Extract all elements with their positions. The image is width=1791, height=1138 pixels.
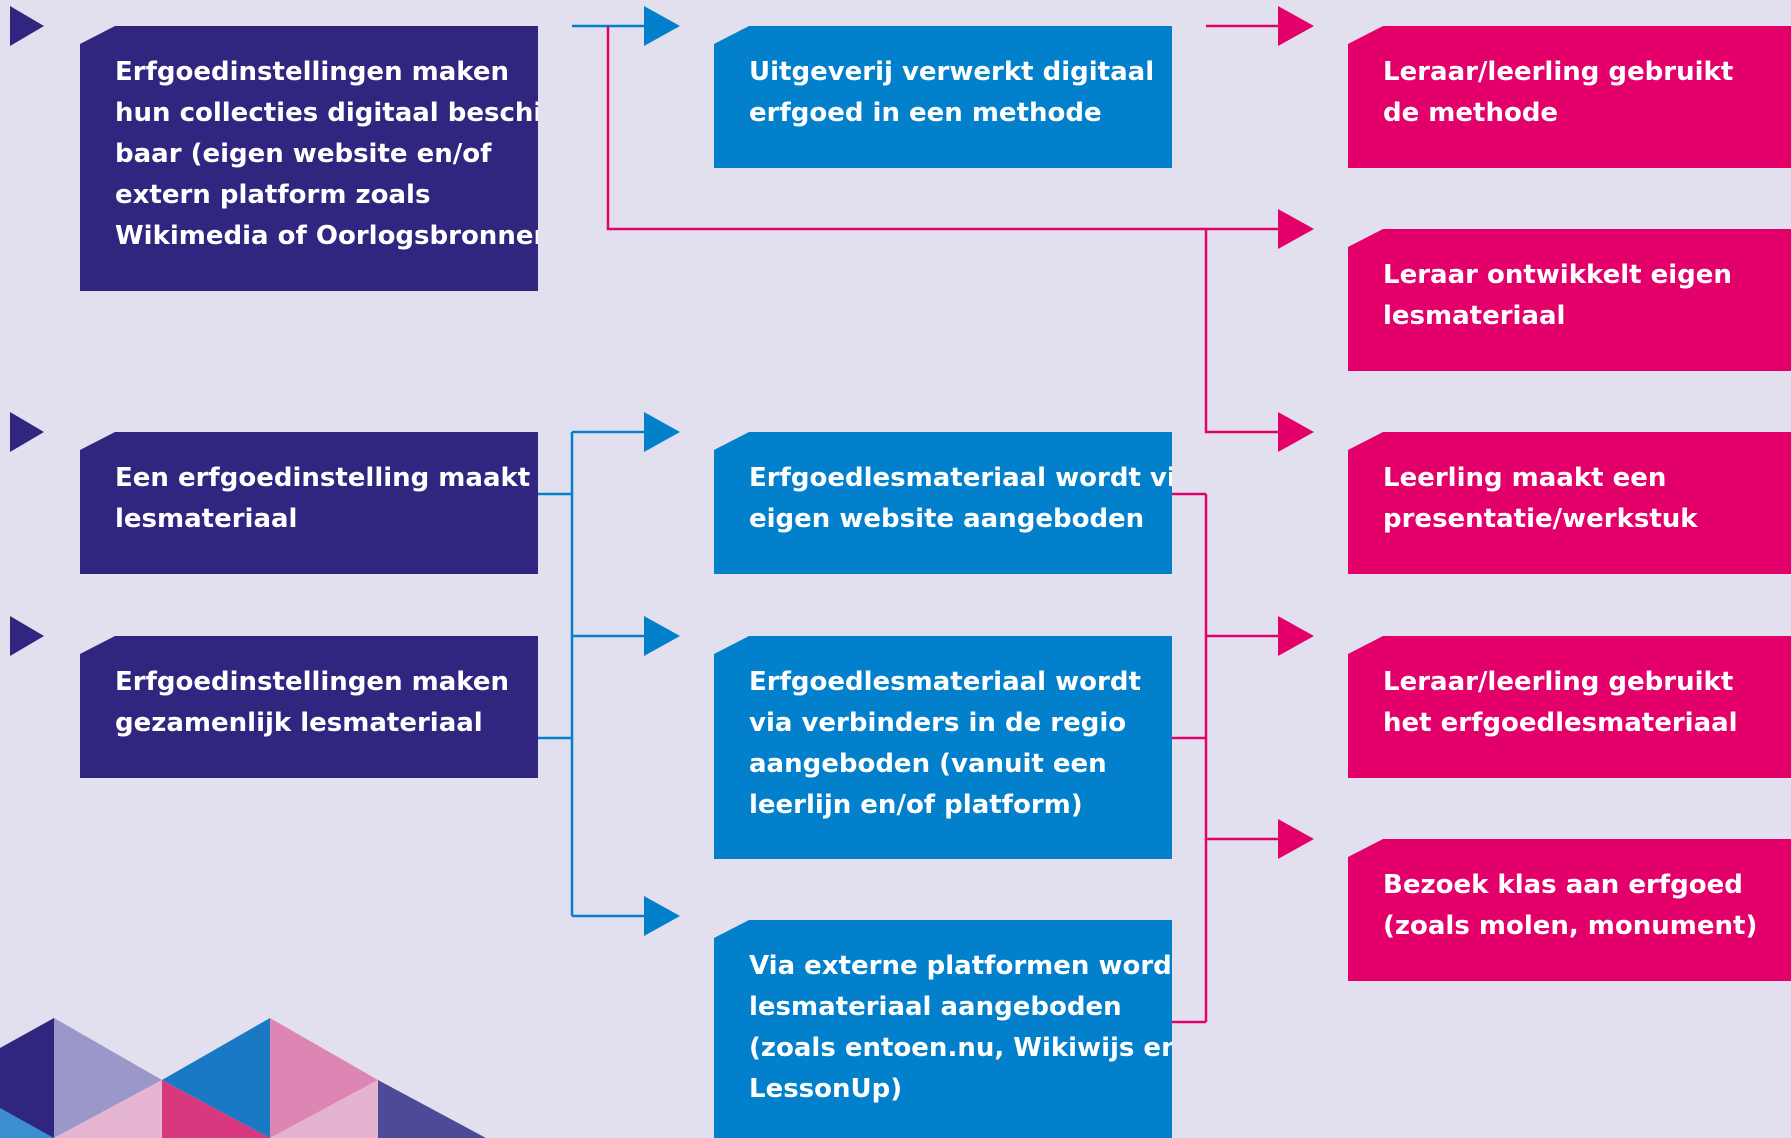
node-presentatie: Leerling maakt een presentatie/werkstuk — [1348, 432, 1791, 574]
arrowhead-gebruikt-erfgoedlesmateriaal — [1278, 616, 1314, 656]
node-gebruikt-methode: Leraar/leerling gebruikt de methode — [1348, 26, 1791, 168]
pink-arrowheads — [1278, 6, 1314, 859]
node-text-line: Leerling maakt een — [1383, 463, 1667, 493]
node-text-line: lesmateriaal aangeboden — [749, 992, 1122, 1022]
deco-triangle-lavender — [54, 1018, 162, 1138]
node-text-line: aangeboden (vanuit een — [749, 749, 1107, 779]
decorative-triangles — [0, 1018, 486, 1138]
pink-connectors — [606, 24, 1280, 1024]
node-text-line: hun collecties digitaal beschik- — [115, 98, 571, 128]
node-text-line: lesmateriaal — [115, 504, 298, 534]
left-markers — [10, 6, 44, 656]
node-text-line: lesmateriaal — [1383, 301, 1566, 331]
node-text-line: baar (eigen website en/of — [115, 139, 492, 169]
node-externe-platformen: Via externe platformen wordt lesmateriaa… — [714, 920, 1172, 1138]
connector-pink-upper-vertical — [1204, 229, 1280, 434]
node-text-line: erfgoed in een methode — [749, 98, 1102, 128]
deco-triangle-pale-pink — [270, 1080, 378, 1138]
node-text-line: Erfgoedinstellingen maken — [115, 57, 509, 87]
node-text-line: Via externe platformen wordt — [749, 951, 1185, 981]
node-text-line: Erfgoedlesmateriaal wordt — [749, 667, 1141, 697]
arrowhead-presentatie — [1278, 412, 1314, 452]
node-text-line: eigen website aangeboden — [749, 504, 1145, 534]
deco-triangle-light-blue — [0, 1108, 54, 1138]
marker-gezamenlijk — [10, 616, 44, 656]
connector-collecties-pink-branch — [606, 26, 1206, 231]
node-text-line: presentatie/werkstuk — [1383, 504, 1698, 534]
deco-triangle-navy — [0, 1018, 54, 1138]
node-verbinders-regio: Erfgoedlesmateriaal wordt via verbinders… — [714, 636, 1172, 859]
node-text-line: Erfgoedinstellingen maken — [115, 667, 509, 697]
deco-triangle-blue — [162, 1018, 270, 1138]
deco-triangle-light-pink — [54, 1080, 162, 1138]
node-eigen-website: Erfgoedlesmateriaal wordt via eigen webs… — [714, 432, 1172, 574]
marker-erfgoedinstelling — [10, 412, 44, 452]
node-text-line: Wikimedia of Oorlogsbronnen) — [115, 221, 564, 251]
arrowhead-gebruikt-methode — [1278, 6, 1314, 46]
node-erfgoedinstelling-lesmateriaal: Een erfgoedinstelling maakt lesmateriaal — [80, 432, 538, 574]
blue-connectors — [538, 24, 646, 918]
arrowhead-uitgeverij — [644, 6, 680, 46]
arrowhead-ontwikkelt — [1278, 209, 1314, 249]
deco-triangle-violet — [378, 1080, 486, 1138]
node-text-line: extern platform zoals — [115, 180, 431, 210]
node-uitgeverij: Uitgeverij verwerkt digitaal erfgoed in … — [714, 26, 1172, 168]
node-bezoek-klas: Bezoek klas aan erfgoed (zoals molen, mo… — [1348, 839, 1791, 981]
node-text-line: LessonUp) — [749, 1074, 903, 1104]
deco-triangle-rose — [270, 1018, 378, 1138]
node-text-line: Een erfgoedinstelling maakt — [115, 463, 531, 493]
node-text-line: Erfgoedlesmateriaal wordt via — [749, 463, 1194, 493]
arrowhead-eigen-website — [644, 412, 680, 452]
node-gebruikt-erfgoedlesmateriaal: Leraar/leerling gebruikt het erfgoedlesm… — [1348, 636, 1791, 778]
node-text-line: gezamenlijk lesmateriaal — [115, 708, 483, 738]
node-text-line: Bezoek klas aan erfgoed — [1383, 870, 1743, 900]
node-text-line: (zoals entoen.nu, Wikiwijs en — [749, 1033, 1180, 1063]
node-text-line: Leraar/leerling gebruikt — [1383, 57, 1734, 87]
arrowhead-verbinders — [644, 616, 680, 656]
node-text-line: het erfgoedlesmateriaal — [1383, 708, 1738, 738]
node-gezamenlijk-lesmateriaal: Erfgoedinstellingen maken gezamenlijk le… — [80, 636, 538, 778]
node-text-line: Uitgeverij verwerkt digitaal — [749, 57, 1155, 87]
node-text-line: leerlijn en/of platform) — [749, 790, 1083, 820]
marker-collecties — [10, 6, 44, 46]
node-text-line: via verbinders in de regio — [749, 708, 1127, 738]
node-text-line: (zoals molen, monument) — [1383, 911, 1758, 941]
arrowhead-externe-platformen — [644, 896, 680, 936]
node-text-line: Leraar/leerling gebruikt — [1383, 667, 1734, 697]
node-text-line: Leraar ontwikkelt eigen — [1383, 260, 1732, 290]
blue-arrowheads — [644, 6, 680, 936]
node-text-line: de methode — [1383, 98, 1559, 128]
arrowhead-bezoek-klas — [1278, 819, 1314, 859]
node-ontwikkelt-lesmateriaal: Leraar ontwikkelt eigen lesmateriaal — [1348, 229, 1791, 371]
node-erfgoed-collecties: Erfgoedinstellingen maken hun collecties… — [80, 26, 538, 291]
